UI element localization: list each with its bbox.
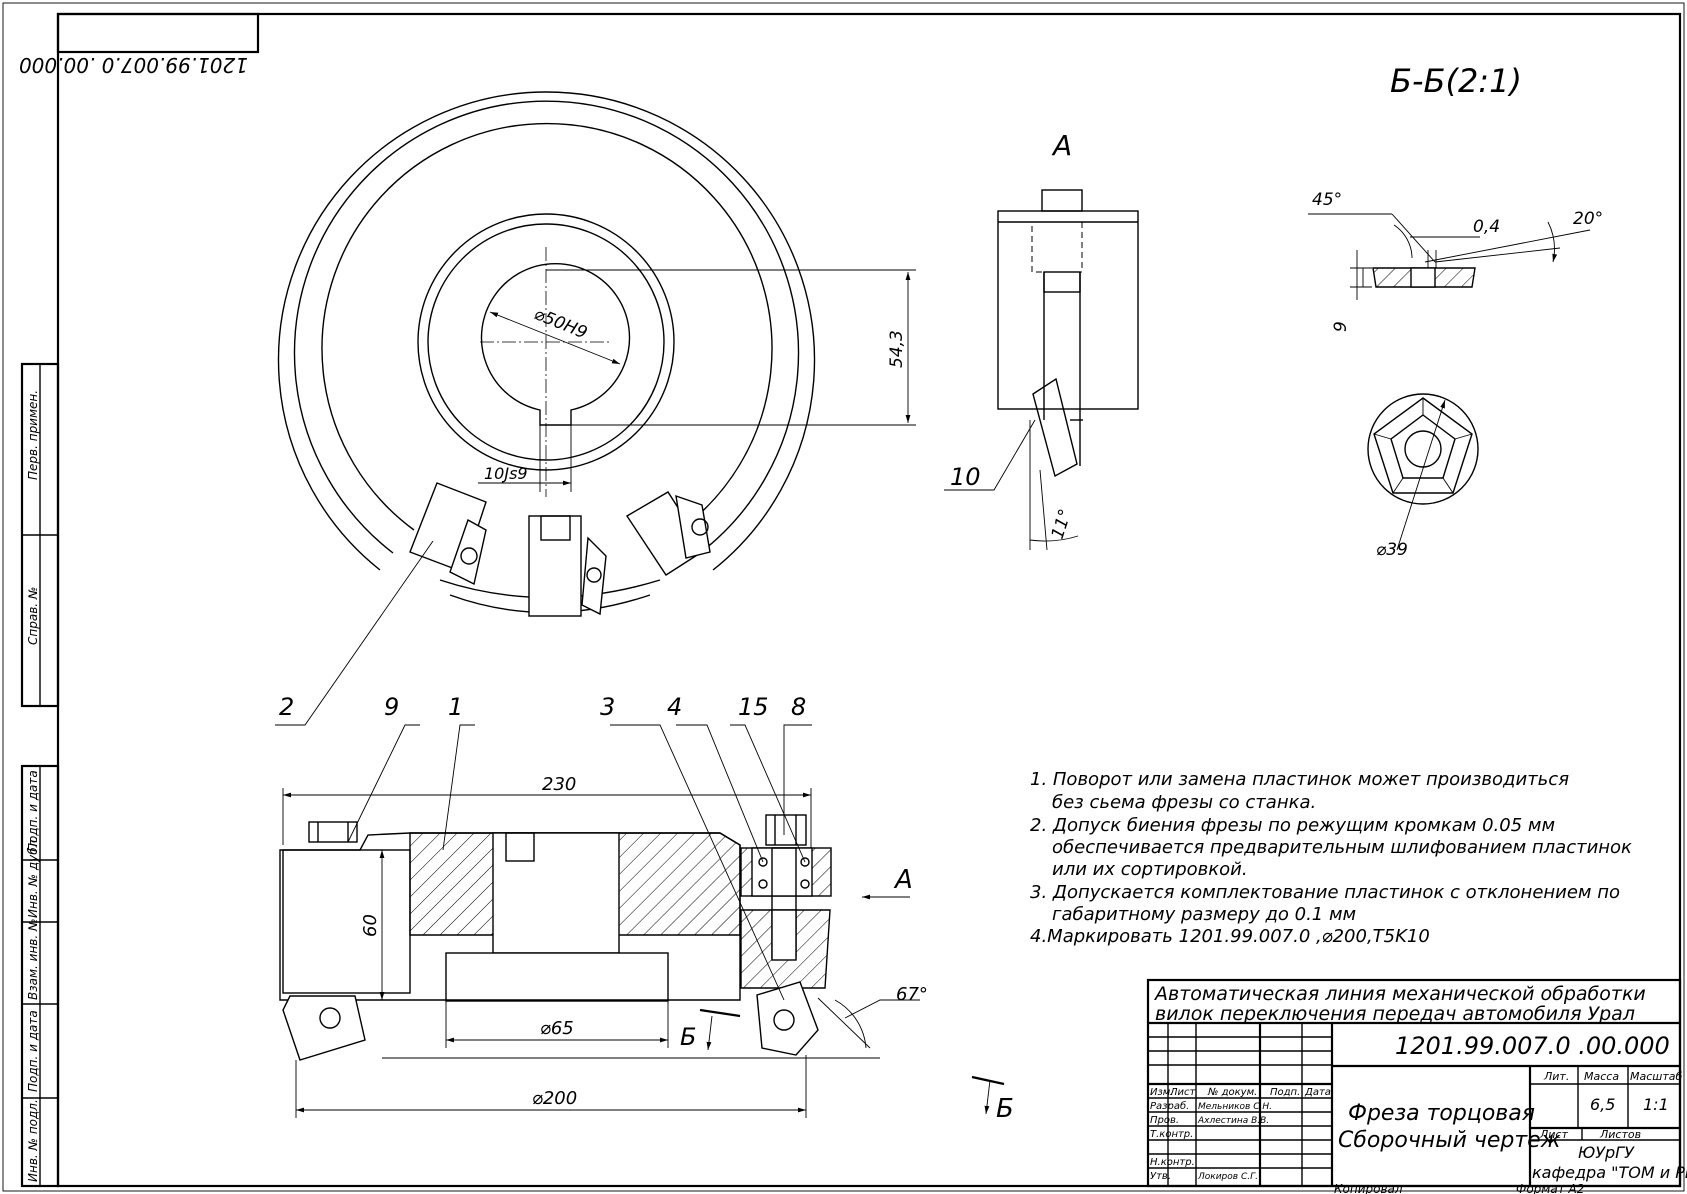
dim-key-width: 10Js9 [484, 464, 528, 483]
part-label-8: 8 [791, 693, 806, 721]
dim-insert-circle: ⌀39 [1376, 540, 1408, 560]
prov-name: Ахлестина В.В. [1197, 1116, 1269, 1126]
note-line: габаритному размеру до 0.1 мм [1052, 904, 1356, 925]
dim-hub-diameter: ⌀65 [540, 1018, 574, 1039]
part-label-10: 10 [950, 463, 981, 491]
dim-insert-thickness: 9 [1331, 321, 1351, 332]
strip-inv-podl: Инв. № подл. [26, 1099, 40, 1182]
dim-cutter-diameter: ⌀200 [532, 1088, 577, 1109]
view-a: А 11° 10 [944, 129, 1139, 551]
mirrored-code-box: 1201.99.007.0 .00.000 [19, 12, 260, 77]
part-label-4: 4 [667, 693, 682, 721]
dim-height: 60 [360, 914, 381, 937]
org-line-1: ЮУрГУ [1578, 1143, 1635, 1162]
dim-bore: ⌀50H9 [531, 304, 590, 343]
lit-label: Лит. [1543, 1070, 1569, 1083]
title-block: Автоматическая линия механической обрабо… [1146, 978, 1687, 1194]
view-label-a: А [1051, 129, 1072, 162]
project-line-1: Автоматическая линия механической обрабо… [1153, 983, 1646, 1005]
col-podp: Подп. [1270, 1087, 1300, 1098]
format-label: Формат А2 [1516, 1182, 1584, 1194]
name-line-2: Сборочный чертеж [1338, 1128, 1561, 1153]
list-label: Лист [1539, 1128, 1568, 1141]
designation: 1201.99.007.0 .00.000 [1395, 1032, 1670, 1060]
masshtab-label: Масштаб [1630, 1070, 1682, 1083]
note-line: обеспечивается предварительным шлифовани… [1052, 837, 1632, 858]
dim-keyway-depth: 54,3 [887, 330, 907, 368]
section-mark-b-1: Б [680, 1023, 696, 1051]
section-b-b: Б-Б(2:1) 9 45° 20° 0,4 ⌀39 [1308, 62, 1603, 560]
org-line-2: кафедра "ТОМ и РП" [1532, 1163, 1687, 1182]
dim-angle-45: 45° [1312, 190, 1342, 210]
part-label-15: 15 [738, 693, 769, 721]
front-view: ⌀50H9 54,3 10Js9 2 [275, 91, 916, 726]
mirrored-drawing-code: 1201.99.007.0 .00.000 [19, 53, 248, 77]
col-doc: № докум. [1207, 1087, 1257, 1098]
part-label-2: 2 [279, 693, 294, 721]
view-arrow-label-a: А [893, 865, 913, 895]
strip-podp-data-2: Подп. и дата [26, 1010, 40, 1092]
dim-angle-11: 11° [1048, 507, 1076, 542]
note-line: 1. Поворот или замена пластинок может пр… [1030, 769, 1569, 790]
razrab-label: Разраб. [1150, 1100, 1189, 1112]
col-izm: Изм. [1150, 1087, 1174, 1098]
section-title: Б-Б(2:1) [1390, 62, 1522, 100]
nkontr-label: Н.контр. [1150, 1157, 1195, 1168]
insert-pocket-right [626, 491, 711, 576]
strip-inv-dubl: Инв. № дубл. [26, 836, 40, 918]
dim-overall-length: 230 [542, 774, 576, 795]
section-mark-b-2-group: Б [971, 1075, 1014, 1124]
name-line-1: Фреза торцовая [1348, 1101, 1535, 1126]
kopiroval-label: Копировал [1334, 1182, 1403, 1194]
left-margin-strip: Перв. примен. Справ. № Подп. и дата Инв.… [20, 362, 60, 1188]
strip-podp-data-1: Подп. и дата [26, 770, 40, 852]
massa-value: 6,5 [1590, 1095, 1615, 1114]
dim-chamfer-04: 0,4 [1473, 217, 1500, 237]
project-line-2: вилок переключения передач автомобиля Ур… [1155, 1003, 1635, 1025]
insert-pocket-left [409, 482, 487, 586]
razrab-name: Мельников С.Н. [1198, 1102, 1272, 1112]
insert-pocket-center [528, 515, 607, 617]
part-label-1: 1 [448, 693, 463, 721]
massa-label: Масса [1584, 1070, 1619, 1083]
note-line: или их сортировкой. [1052, 859, 1248, 880]
utv-name: Локиров С.Г. [1197, 1172, 1258, 1182]
part-label-9: 9 [384, 693, 399, 721]
note-line: 2. Допуск биения фрезы по режущим кромка… [1030, 815, 1555, 836]
strip-vzam-inv: Взам. инв. № [26, 919, 40, 1000]
note-line: 3. Допускается комплектование пластинок … [1030, 882, 1620, 903]
note-line: 4.Маркировать 1201.99.007.0 ,⌀200,T5K10 [1030, 926, 1430, 947]
note-line: без сьема фрезы со станка. [1052, 792, 1316, 813]
prov-label: Пров. [1150, 1115, 1179, 1126]
listov-label: Листов [1599, 1128, 1641, 1141]
section-mark-b-2: Б [996, 1094, 1014, 1124]
strip-perv-primen: Перв. примен. [26, 390, 40, 480]
dim-angle-67: 67° [896, 984, 928, 1005]
tkontr-label: Т.контр. [1150, 1129, 1193, 1140]
col-list: Лист [1169, 1087, 1197, 1098]
side-section-view: 230 60 ⌀65 [279, 693, 928, 1118]
masshtab-value: 1:1 [1643, 1095, 1669, 1114]
part-label-3: 3 [600, 693, 615, 721]
col-data: Дата [1304, 1087, 1331, 1098]
technical-notes: 1. Поворот или замена пластинок может пр… [1030, 769, 1632, 947]
utv-label: Утв. [1150, 1171, 1171, 1182]
dim-angle-20: 20° [1573, 209, 1603, 229]
strip-sprav: Справ. № [26, 587, 40, 645]
